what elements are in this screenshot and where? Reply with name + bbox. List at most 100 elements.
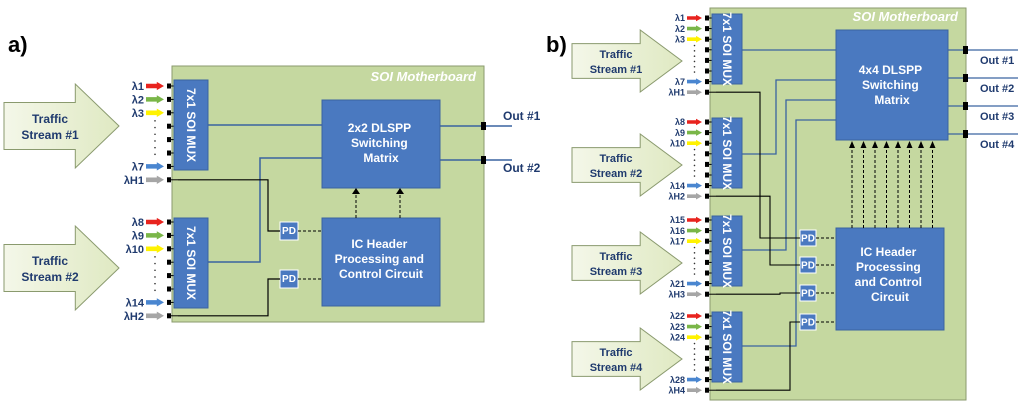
ic-block-b-label: IC Header Processing and Control Circuit (855, 245, 926, 304)
wavelength-label: λ9 (132, 230, 144, 242)
wavelength-arrow (687, 182, 702, 189)
motherboard-b-title: SOI Motherboard (853, 9, 960, 24)
mux-block (711, 215, 743, 287)
traffic-stream-label: Traffic (32, 254, 68, 268)
wavelength-label: λ14 (670, 181, 685, 191)
mux-block (711, 311, 743, 383)
output-a1: Out #1 (503, 109, 541, 123)
wavelength-arrow (687, 386, 702, 394)
wavelength-arrow (687, 312, 702, 320)
wavelength-label: λ1 (675, 13, 685, 23)
control-arrows-a (355, 194, 401, 218)
wavelength-label: λ23 (670, 322, 685, 332)
wavelength-arrow (146, 311, 164, 320)
svg-text:PD: PD (282, 274, 296, 285)
waveguides-a (178, 124, 322, 317)
wavelength-arrow (687, 88, 702, 96)
wavelength-arrow (687, 35, 702, 43)
traffic-stream-label: Stream #1 (590, 64, 643, 76)
mux-label: 7x1 SOI MUX (720, 310, 734, 384)
wavelength-label: λ17 (670, 236, 685, 246)
traffic-stream-label: Traffic (599, 251, 632, 263)
mux-block (173, 79, 209, 171)
traffic-stream-arrow (571, 29, 683, 93)
wavelength-label: λ28 (670, 375, 685, 385)
switch-matrix-a (321, 99, 441, 189)
wavelength-arrow (687, 280, 702, 287)
ic-block-a-label: IC Header Processing and Control Circuit (335, 237, 428, 281)
wavelength-label: λ16 (670, 226, 685, 236)
output-a2: Out #2 (503, 161, 541, 175)
header-wavelength-label: λH4 (668, 385, 685, 395)
wavelength-arrow (687, 118, 702, 126)
mux-block (173, 217, 209, 309)
wavelength-label: λ10 (670, 138, 685, 148)
wavelength-label: λ10 (126, 244, 144, 256)
mux-label: 7x1 SOI MUX (720, 12, 734, 86)
panel-b: b) SOI Motherboard 4x4 DLSPP Switching M… (546, 7, 1018, 401)
wavelength-arrow (687, 25, 702, 32)
wavelength-label: λ8 (675, 117, 685, 127)
header-wavelength-label: λH1 (124, 175, 144, 187)
wavelength-arrow (687, 323, 702, 330)
wavelength-label: λ21 (670, 279, 685, 289)
wavelength-arrow (146, 298, 164, 307)
traffic-stream-label: Stream #2 (590, 168, 643, 180)
wavelength-arrow (687, 192, 702, 200)
panel-a-label: a) (8, 32, 28, 57)
traffic-stream-arrow (3, 82, 120, 170)
wavelength-label: λ15 (670, 215, 685, 225)
wavelength-arrow (146, 217, 164, 227)
traffic-stream-arrow (3, 224, 120, 312)
header-wavelength-label: λH2 (668, 191, 685, 201)
switch-matrix-b (835, 29, 949, 141)
wavelength-label: λ9 (675, 128, 685, 138)
wavelength-arrow (146, 95, 164, 104)
wavelength-arrow (687, 290, 702, 298)
wavelength-arrow (146, 244, 164, 253)
wavelength-arrow (146, 175, 164, 184)
ic-block-a (321, 217, 441, 307)
wavelength-arrow (687, 227, 702, 234)
wavelength-arrow (687, 376, 702, 383)
wavelength-arrow (687, 129, 702, 136)
wavelength-label: λ3 (675, 34, 685, 44)
control-arrows-b (849, 141, 936, 228)
traffic-stream-label: Traffic (599, 153, 632, 165)
outputs-a: Out #1 Out #2 (440, 109, 541, 175)
wavelength-arrow (687, 14, 702, 22)
wavelength-label: λ8 (132, 217, 144, 229)
wavelength-label: λ22 (670, 311, 685, 321)
switch-matrix-b-label: 4x4 DLSPP Switching Matrix (859, 63, 926, 107)
wavelength-label: λ2 (132, 94, 144, 106)
output-b2: Out #2 (980, 83, 1014, 95)
mux-label: 7x1 SOI MUX (184, 88, 198, 162)
header-wavelength-label: λH1 (668, 87, 685, 97)
waveguides-b (716, 49, 836, 391)
svg-text:PD: PD (801, 318, 815, 329)
traffic-stream-arrow (571, 231, 683, 295)
mux-label: 7x1 SOI MUX (720, 214, 734, 288)
wavelength-arrow (146, 108, 164, 117)
output-b4: Out #4 (980, 139, 1015, 151)
svg-text:PD: PD (801, 289, 815, 300)
traffic-stream-label: Stream #3 (590, 266, 643, 278)
traffic-stream-label: Stream #2 (21, 270, 79, 284)
mux-block (711, 13, 743, 85)
wavelength-arrow (687, 139, 702, 147)
panel-a: a) SOI Motherboard 2x2 DLSPP Switching M… (3, 32, 541, 323)
wavelength-label: λ2 (675, 24, 685, 34)
wavelength-label: λ1 (132, 81, 144, 93)
traffic-stream-arrow (571, 133, 683, 197)
traffic-stream-label: Traffic (599, 347, 632, 359)
wavelength-label: λ24 (670, 332, 685, 342)
wavelength-arrow (687, 237, 702, 245)
